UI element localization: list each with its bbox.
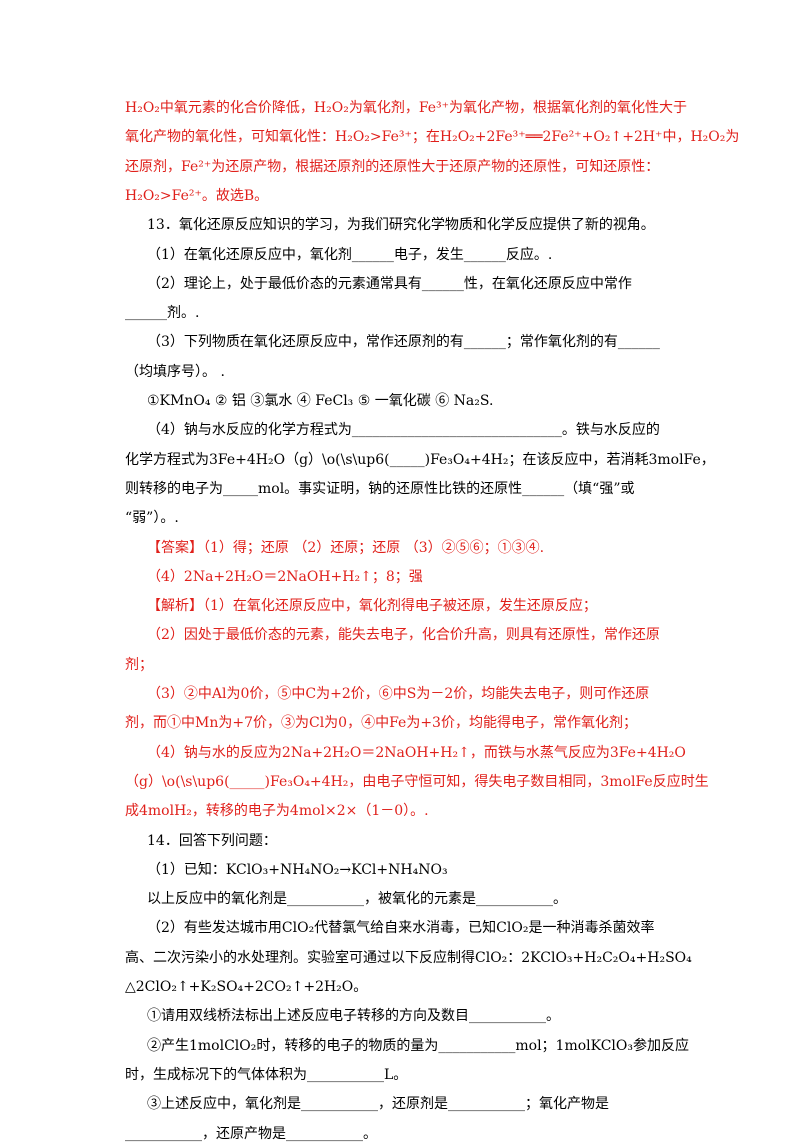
text-line: ②产生1molClO₂时，转移的电子的物质的量为___________mol；1… — [147, 1038, 689, 1054]
text-line: 氧化产物的氧化性，可知氧化性：H₂O₂>Fe³⁺；在H₂O₂+2Fe³⁺══2F… — [125, 129, 740, 145]
equation-line: △2ClO₂↑+K₂SO₄+2CO₂↑+2H₂O。 — [125, 979, 368, 995]
analysis-line: 【解析】（1）在氧化还原反应中，氧化剂得电子被还原，发生还原反应； — [147, 598, 597, 614]
text-line: （1）已知：KClO₃+NH₄NO₂→KCl+NH₄NO₃ — [147, 862, 448, 878]
text-line: 以上反应中的氧化剂是___________，被氧化的元素是___________… — [147, 891, 567, 907]
text-line: ③上述反应中，氧化剂是___________，还原剂是___________；氧… — [147, 1096, 609, 1112]
question-14-title: 14．回答下列问题： — [147, 833, 277, 849]
analysis-line: 成4molH₂，转移的电子为4mol×2×（1－0）。. — [125, 803, 429, 819]
text-line: （1）在氧化还原反应中，氧化剂______电子，发生______反应。. — [147, 247, 553, 263]
text-line: （均填序号）。 . — [125, 364, 225, 380]
text-line: “弱”）。. — [125, 510, 179, 526]
text-line: 高、二次污染小的水处理剂。实验室可通过以下反应制得ClO₂：2KClO₃+H₂C… — [125, 950, 692, 966]
text-line: ①请用双线桥法标出上述反应电子转移的方向及数目___________。 — [147, 1008, 560, 1024]
answer-line: （4）2Na+2H₂O＝2NaOH+H₂↑；8；强 — [147, 569, 423, 585]
text-line: 化学方程式为3Fe+4H₂O（g）\o(\s\up6(_____)Fe₃O₄+4… — [125, 452, 715, 468]
analysis-line: 剂，而①中Mn为+7价，③为Cl为0，④中Fe为+3价，均能得电子，常作氧化剂； — [125, 715, 637, 731]
text-line: （2）有些发达城市用ClO₂代替氯气给自来水消毒，已知ClO₂是一种消毒杀菌效率 — [147, 920, 655, 936]
text-line: 则转移的电子为_____mol。事实证明，钠的还原性比铁的还原性______（填… — [125, 481, 635, 497]
text-line: （4）钠与水反应的化学方程式为_________________________… — [147, 422, 660, 438]
options-line: ①KMnO₄ ② 铝 ③氯水 ④ FeCl₃ ⑤ 一氧化碳 ⑥ Na₂S. — [147, 393, 494, 409]
text-line: H₂O₂中氧元素的化合价降低，H₂O₂为氧化剂，Fe³⁺为氧化产物，根据氧化剂的… — [125, 100, 688, 116]
analysis-line: （4）钠与水的反应为2Na+2H₂O＝2NaOH+H₂↑，而铁与水蒸气反应为3F… — [147, 745, 686, 761]
analysis-line: （3）②中Al为0价，⑤中C为+2价，⑥中S为－2价，均能失去电子，则可作还原 — [147, 686, 650, 702]
text-line: 时，生成标况下的气体体积为___________L。 — [125, 1067, 408, 1083]
question-13-title: 13．氧化还原反应知识的学习，为我们研究化学物质和化学反应提供了新的视角。 — [147, 217, 655, 233]
text-line: （2）理论上，处于最低价态的元素通常具有______性，在氧化还原反应中常作 — [147, 276, 632, 292]
text-line: 还原剂，Fe²⁺为还原产物，根据还原剂的还原性大于还原产物的还原性，可知还原性： — [125, 159, 660, 175]
analysis-line: （2）因处于最低价态的元素，能失去电子，化合价升高，则具有还原性，常作还原 — [147, 627, 660, 643]
analysis-line: 剂； — [125, 657, 153, 673]
text-line: （3）下列物质在氧化还原反应中，常作还原剂的有______；常作氧化剂的有___… — [147, 334, 660, 350]
text-line: ___________，还原产物是___________。 — [125, 1126, 377, 1142]
text-line: H₂O₂>Fe²⁺。故选B。 — [125, 188, 269, 204]
analysis-line: （g）\o(\s\up6(_____)Fe₃O₄+4H₂，由电子守恒可知，得失电… — [125, 774, 709, 790]
text-line: ______剂。. — [125, 305, 200, 321]
answer-line: 【答案】（1）得；还原 （2）还原；还原 （3）②⑤⑥；①③④. — [147, 540, 545, 556]
